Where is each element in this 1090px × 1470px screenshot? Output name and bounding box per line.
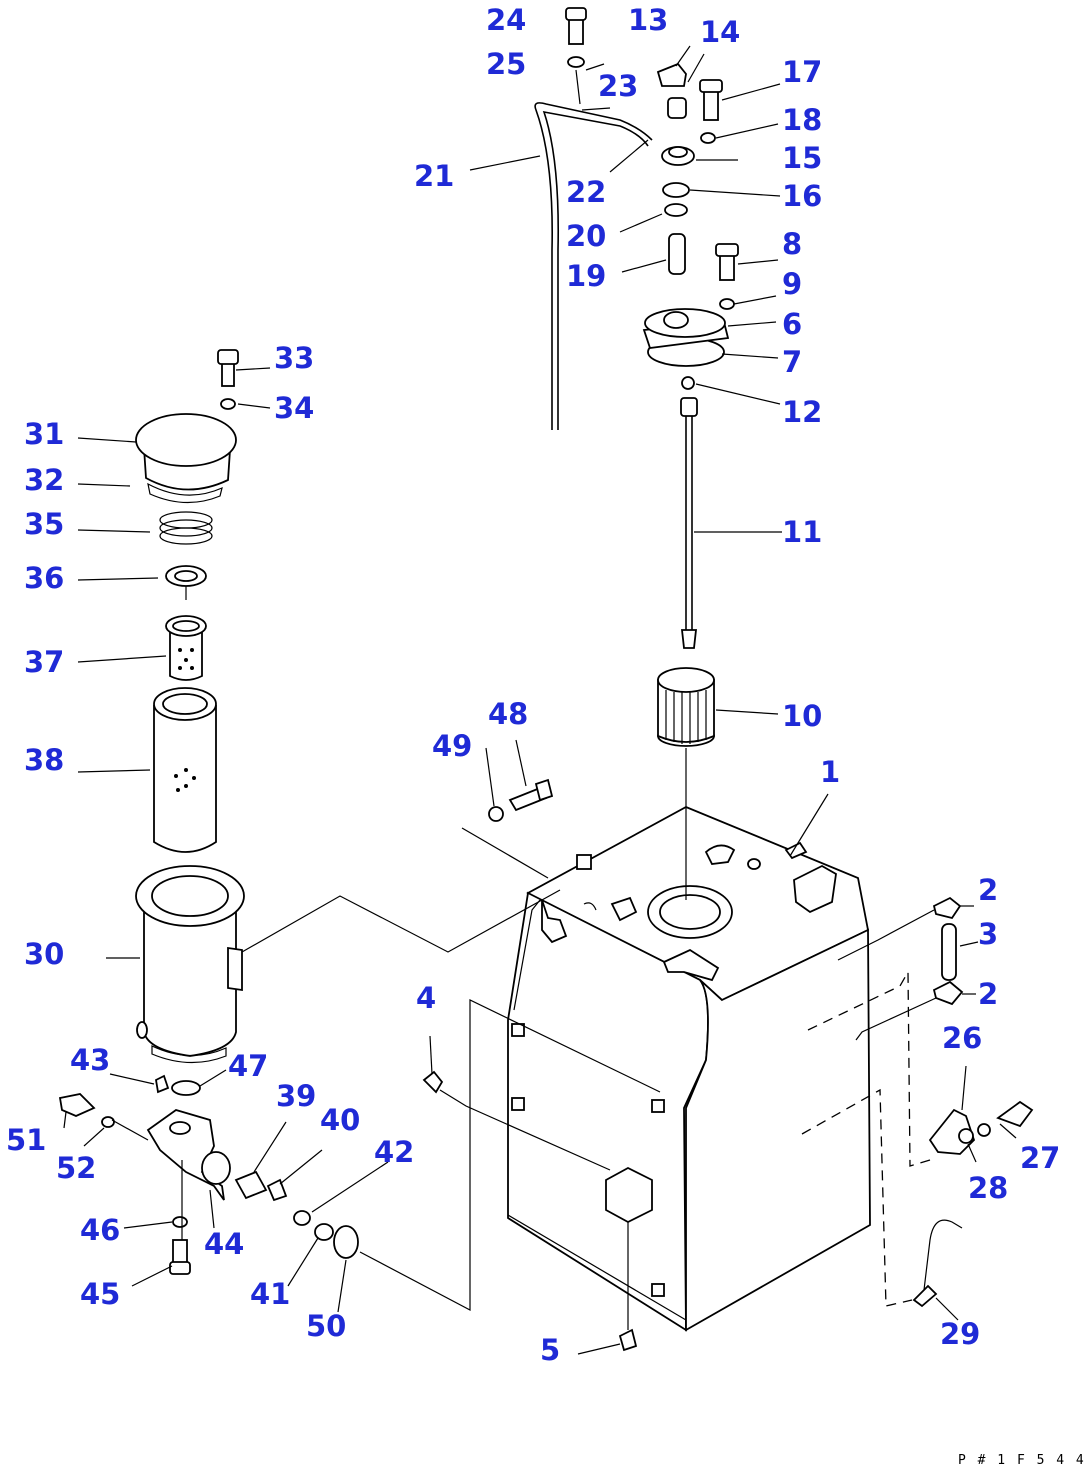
callout-44: 44 (204, 1227, 244, 1261)
callout-4: 4 (416, 981, 436, 1015)
callout-40: 40 (320, 1103, 360, 1137)
callout-2-lower: 2 (978, 977, 998, 1011)
callout-labels: 1 2 2 3 4 5 6 7 8 9 10 11 12 13 14 15 16… (6, 3, 1060, 1367)
callout-11: 11 (782, 515, 822, 549)
filter-element (657, 667, 715, 747)
callout-36: 36 (24, 561, 64, 595)
callout-50: 50 (306, 1309, 346, 1343)
callout-27: 27 (1020, 1141, 1060, 1175)
callout-1: 1 (820, 755, 840, 789)
callout-6: 6 (782, 307, 802, 341)
callout-13: 13 (628, 3, 668, 37)
callout-29: 29 (940, 1317, 980, 1351)
callout-41: 41 (250, 1277, 290, 1311)
callout-37: 37 (24, 645, 64, 679)
callout-49: 49 (432, 729, 472, 763)
breather-assembly (642, 62, 739, 649)
callout-47: 47 (228, 1049, 268, 1083)
callout-3: 3 (978, 917, 998, 951)
callout-2-upper: 2 (978, 873, 998, 907)
callout-51: 51 (6, 1123, 46, 1157)
callout-42: 42 (374, 1135, 414, 1169)
callout-22: 22 (566, 175, 606, 209)
callout-21: 21 (414, 159, 454, 193)
callout-20: 20 (566, 219, 606, 253)
callout-7: 7 (782, 345, 802, 379)
hydraulic-tank (507, 806, 871, 1332)
filter-housing (135, 349, 245, 1064)
callout-9: 9 (782, 267, 802, 301)
callout-48: 48 (488, 697, 528, 731)
callout-45: 45 (80, 1277, 120, 1311)
leader-lines (63, 45, 1017, 1355)
callout-39: 39 (276, 1079, 316, 1113)
callout-15: 15 (782, 141, 822, 175)
callout-5: 5 (540, 1333, 560, 1367)
suction-elbow (58, 1074, 359, 1275)
bolt-48-washer-49 (488, 778, 554, 822)
callout-38: 38 (24, 743, 64, 777)
callout-18: 18 (782, 103, 822, 137)
drawing-reference-code: P # 1 F 5 4 4 (958, 1453, 1086, 1468)
callout-24: 24 (486, 3, 526, 37)
callout-33: 33 (274, 341, 314, 375)
callout-32: 32 (24, 463, 64, 497)
callout-35: 35 (24, 507, 64, 541)
callout-30: 30 (24, 937, 64, 971)
breather-hose (534, 7, 653, 430)
callout-8: 8 (782, 227, 802, 261)
callout-43: 43 (70, 1043, 110, 1077)
callout-34: 34 (274, 391, 314, 425)
callout-16: 16 (782, 179, 822, 213)
callout-19: 19 (566, 259, 606, 293)
callout-12: 12 (782, 395, 822, 429)
side-fittings (422, 748, 1034, 1352)
callout-26: 26 (942, 1021, 982, 1055)
callout-52: 52 (56, 1151, 96, 1185)
callout-17: 17 (782, 55, 822, 89)
callout-10: 10 (782, 699, 822, 733)
callout-23: 23 (598, 69, 638, 103)
callout-31: 31 (24, 417, 64, 451)
callout-28: 28 (968, 1171, 1008, 1205)
callout-14: 14 (700, 15, 740, 49)
callout-25: 25 (486, 47, 526, 81)
callout-46: 46 (80, 1213, 120, 1247)
